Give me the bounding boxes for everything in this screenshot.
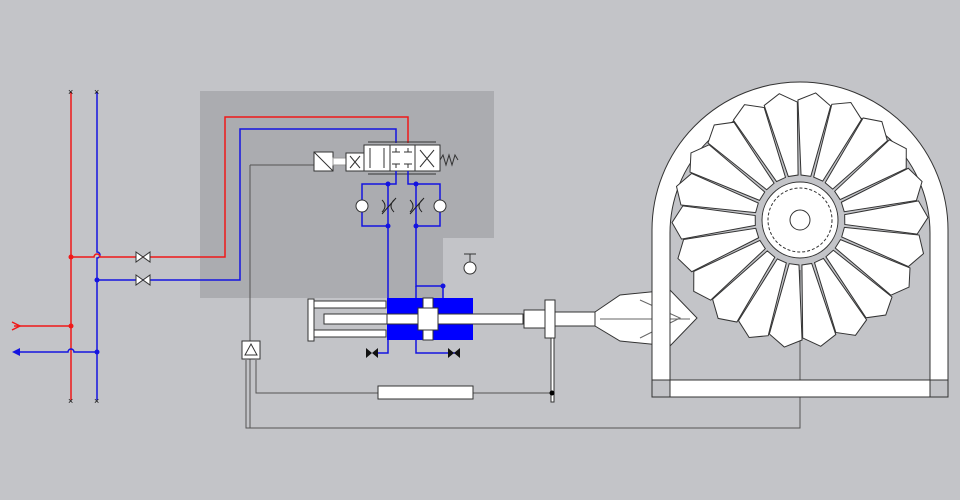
svg-text:×: × xyxy=(94,396,99,406)
shaft xyxy=(789,209,811,231)
servo-cylinder xyxy=(307,297,596,403)
runner-bucket xyxy=(675,172,759,214)
damper xyxy=(377,385,474,400)
runner-bucket xyxy=(797,92,832,177)
runner-bucket xyxy=(732,104,787,183)
inlet-arrow-icon xyxy=(11,321,22,331)
runner-bucket xyxy=(840,167,923,213)
joint xyxy=(549,390,555,396)
feedback-system xyxy=(245,270,801,429)
shutoff-valve-return[interactable] xyxy=(135,274,151,286)
delta-icon xyxy=(244,342,258,356)
runner-bucket xyxy=(671,205,756,240)
supply-lines xyxy=(14,92,409,400)
runner-bucket xyxy=(834,139,907,201)
runner-bucket xyxy=(707,121,775,191)
control-panel-area xyxy=(200,91,494,298)
proportional-valve[interactable] xyxy=(249,141,459,428)
svg-text:×: × xyxy=(94,87,99,97)
runner-bucket xyxy=(689,144,766,201)
runner-bucket xyxy=(813,257,868,336)
runner-bucket xyxy=(763,93,799,178)
runner-bucket xyxy=(813,102,863,182)
runner-bucket xyxy=(801,262,837,347)
runner-bucket xyxy=(824,117,888,190)
runner-bucket xyxy=(737,258,787,338)
drain-valves[interactable] xyxy=(366,348,460,358)
runner-bucket xyxy=(677,227,760,273)
shutoff-valve-pressure[interactable] xyxy=(135,251,151,263)
nozzle xyxy=(594,289,698,347)
runner-bucket xyxy=(693,239,766,301)
svg-text:×: × xyxy=(68,87,73,97)
throttle-valves xyxy=(381,197,425,215)
runner-bucket xyxy=(834,239,911,296)
pelton-runner xyxy=(671,92,929,348)
runner-bucket xyxy=(712,250,776,323)
controller-box[interactable] xyxy=(241,340,261,360)
check-valves xyxy=(355,199,477,275)
runner-bucket xyxy=(825,249,893,319)
runner-bucket xyxy=(844,200,929,235)
outlet-arrow-icon xyxy=(12,348,20,356)
runner-bucket xyxy=(841,226,925,268)
line-endpoints: × × × × xyxy=(68,87,100,406)
node-dots xyxy=(385,181,446,289)
runner-bucket xyxy=(768,263,803,348)
svg-text:×: × xyxy=(68,396,73,406)
